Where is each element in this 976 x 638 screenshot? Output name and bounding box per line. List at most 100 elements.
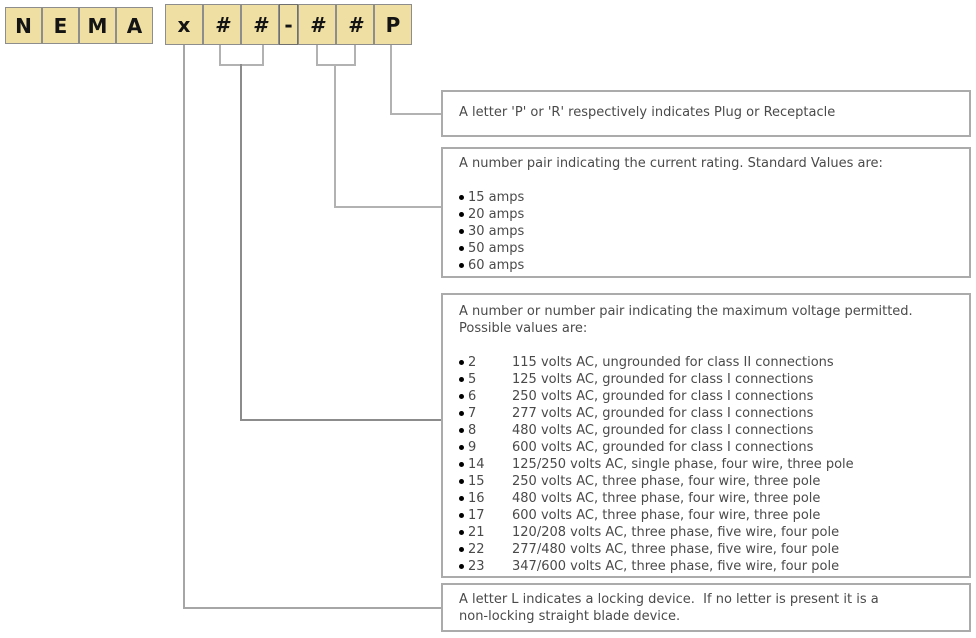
- voltage-item: 22 277/480 volts AC, three phase, five wi…: [459, 541, 959, 558]
- current-rating-header: A number pair indicating the current rat…: [459, 156, 883, 171]
- current-item: 30 amps: [459, 223, 959, 240]
- tile-row-code: x##-##P: [165, 4, 412, 45]
- callout-current-rating: A number pair indicating the current rat…: [441, 147, 971, 278]
- voltage-item-description: 480 volts AC, grounded for class I conne…: [512, 423, 814, 438]
- voltage-item-description: 250 volts AC, grounded for class I conne…: [512, 389, 814, 404]
- current-item: 60 amps: [459, 257, 959, 274]
- bullet-icon: [459, 212, 464, 217]
- voltage-item: 6 250 volts AC, grounded for class I conn…: [459, 388, 959, 405]
- connector-current-bracket-bottom: [316, 64, 356, 66]
- voltage-item-description: 125/250 volts AC, single phase, four wir…: [512, 457, 854, 472]
- connector-plug-vertical: [390, 45, 392, 115]
- bullet-icon: [459, 411, 464, 416]
- tile-A: A: [116, 7, 153, 44]
- callout-plug-receptacle: A letter 'P' or 'R' respectively indicat…: [441, 90, 971, 137]
- tile-hash: #: [203, 4, 241, 45]
- callout-voltage: A number or number pair indicating the m…: [441, 293, 971, 578]
- connector-plug-horizontal: [390, 113, 443, 115]
- voltage-item-description: 277 volts AC, grounded for class I conne…: [512, 406, 814, 421]
- connector-voltage-vertical: [240, 64, 242, 421]
- bullet-icon: [459, 496, 464, 501]
- bullet-icon: [459, 394, 464, 399]
- voltage-item-description: 600 volts AC, three phase, four wire, th…: [512, 508, 821, 523]
- tile-P: P: [374, 4, 412, 45]
- bullet-icon: [459, 530, 464, 535]
- tile-E: E: [42, 7, 79, 44]
- voltage-item: 17 600 volts AC, three phase, four wire, …: [459, 507, 959, 524]
- bullet-icon: [459, 377, 464, 382]
- voltage-item-description: 250 volts AC, three phase, four wire, th…: [512, 474, 821, 489]
- voltage-item-number: 14: [468, 457, 485, 472]
- bullet-icon: [459, 263, 464, 268]
- voltage-item-description: 480 volts AC, three phase, four wire, th…: [512, 491, 821, 506]
- voltage-item-number: 21: [468, 525, 485, 540]
- voltage-item-description: 125 volts AC, grounded for class I conne…: [512, 372, 814, 387]
- current-item-label: 50 amps: [468, 241, 525, 256]
- bullet-icon: [459, 428, 464, 433]
- connector-current-bracket-left: [316, 45, 318, 66]
- connector-current-vertical: [334, 64, 336, 208]
- voltage-item: 21 120/208 volts AC, three phase, five wi…: [459, 524, 959, 541]
- voltage-item: 9 600 volts AC, grounded for class I conn…: [459, 439, 959, 456]
- current-item: 20 amps: [459, 206, 959, 223]
- plug-receptacle-text: A letter 'P' or 'R' respectively indicat…: [459, 105, 836, 120]
- voltage-item-number: 6: [468, 389, 477, 404]
- bullet-icon: [459, 360, 464, 365]
- voltage-item-number: 8: [468, 423, 477, 438]
- tile-dash: -: [279, 4, 298, 45]
- connector-locking-vertical: [183, 45, 185, 609]
- bullet-icon: [459, 547, 464, 552]
- voltage-item-number: 5: [468, 372, 477, 387]
- tile-hash: #: [336, 4, 374, 45]
- current-item-label: 15 amps: [468, 190, 525, 205]
- voltage-item-number: 7: [468, 406, 477, 421]
- bullet-icon: [459, 462, 464, 467]
- voltage-item-number: 16: [468, 491, 485, 506]
- voltage-item-number: 22: [468, 542, 485, 557]
- current-item: 50 amps: [459, 240, 959, 257]
- current-item-label: 60 amps: [468, 258, 525, 273]
- bullet-icon: [459, 479, 464, 484]
- connector-voltage-bracket-left: [219, 45, 221, 66]
- tile-hash: #: [298, 4, 336, 45]
- voltage-item-number: 23: [468, 559, 485, 574]
- voltage-item: 5 125 volts AC, grounded for class I conn…: [459, 371, 959, 388]
- voltage-item: 16 480 volts AC, three phase, four wire, …: [459, 490, 959, 507]
- bullet-icon: [459, 513, 464, 518]
- voltage-item-number: 17: [468, 508, 485, 523]
- current-item: 15 amps: [459, 189, 959, 206]
- bullet-icon: [459, 445, 464, 450]
- tile-x: x: [165, 4, 203, 45]
- connector-current-bracket-right: [354, 45, 356, 66]
- voltage-item: 8 480 volts AC, grounded for class I conn…: [459, 422, 959, 439]
- bullet-icon: [459, 246, 464, 251]
- voltage-header: A number or number pair indicating the m…: [459, 304, 913, 336]
- voltage-item: 23 347/600 volts AC, three phase, five wi…: [459, 558, 959, 575]
- voltage-item-number: 9: [468, 440, 477, 455]
- current-item-label: 30 amps: [468, 224, 525, 239]
- connector-voltage-bracket-right: [262, 45, 264, 66]
- current-list: 15 amps 20 amps 30 amps 50 amps 60 amps: [459, 189, 959, 274]
- voltage-item-description: 120/208 volts AC, three phase, five wire…: [512, 525, 840, 540]
- connector-locking-horizontal: [183, 607, 443, 609]
- voltage-item: 7 277 volts AC, grounded for class I conn…: [459, 405, 959, 422]
- current-item-label: 20 amps: [468, 207, 525, 222]
- voltage-item-description: 600 volts AC, grounded for class I conne…: [512, 440, 814, 455]
- voltage-item-description: 115 volts AC, ungrounded for class II co…: [512, 355, 834, 370]
- bullet-icon: [459, 564, 464, 569]
- tile-N: N: [5, 7, 42, 44]
- tile-M: M: [79, 7, 116, 44]
- bullet-icon: [459, 195, 464, 200]
- voltage-item-description: 347/600 volts AC, three phase, five wire…: [512, 559, 840, 574]
- callout-locking: A letter L indicates a locking device. I…: [441, 583, 971, 632]
- voltage-item: 14 125/250 volts AC, single phase, four w…: [459, 456, 959, 473]
- locking-text-line-2: non-locking straight blade device.: [459, 609, 681, 624]
- connector-voltage-horizontal: [240, 419, 443, 421]
- connector-current-horizontal: [334, 206, 443, 208]
- voltage-item-description: 277/480 volts AC, three phase, five wire…: [512, 542, 840, 557]
